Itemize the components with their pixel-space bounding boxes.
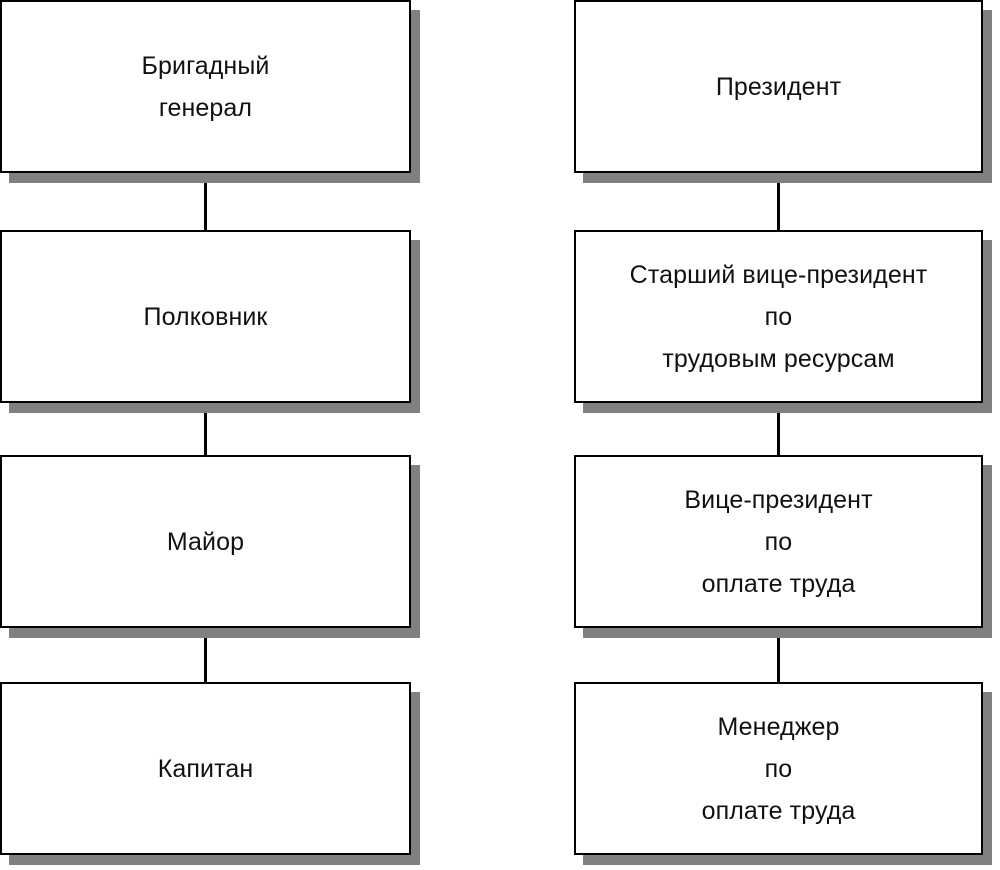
node-brigadier-general[interactable]: Бригадный генерал	[0, 0, 411, 173]
node-label-major: Майор	[166, 527, 245, 556]
node-colonel[interactable]: Полковник	[0, 230, 411, 403]
node-major[interactable]: Майор	[0, 455, 411, 628]
node-label-president: Президент	[715, 72, 842, 101]
node-captain[interactable]: Капитан	[0, 682, 411, 855]
node-vp-compensation[interactable]: Вице-президент по оплате труда	[574, 455, 983, 628]
connector-vp-compensation-to-manager-compensation	[777, 626, 780, 684]
node-president[interactable]: Президент	[574, 0, 983, 173]
node-label-brigadier-general: Бригадный генерал	[141, 51, 270, 122]
node-senior-vp-hr[interactable]: Старший вице-президент по трудовым ресур…	[574, 230, 983, 403]
connector-colonel-to-major	[204, 401, 207, 457]
node-label-senior-vp-hr: Старший вице-президент по трудовым ресур…	[629, 260, 928, 373]
connector-major-to-captain	[204, 626, 207, 684]
node-label-colonel: Полковник	[143, 302, 268, 331]
node-label-captain: Капитан	[157, 754, 254, 783]
node-label-manager-compensation: Менеджер по оплате труда	[701, 712, 856, 825]
node-manager-compensation[interactable]: Менеджер по оплате труда	[574, 682, 983, 855]
node-label-vp-compensation: Вице-президент по оплате труда	[684, 485, 873, 598]
connector-senior-vp-hr-to-vp-compensation	[777, 401, 780, 457]
connector-president-to-senior-vp-hr	[777, 172, 780, 232]
connector-brigadier-general-to-colonel	[204, 172, 207, 232]
